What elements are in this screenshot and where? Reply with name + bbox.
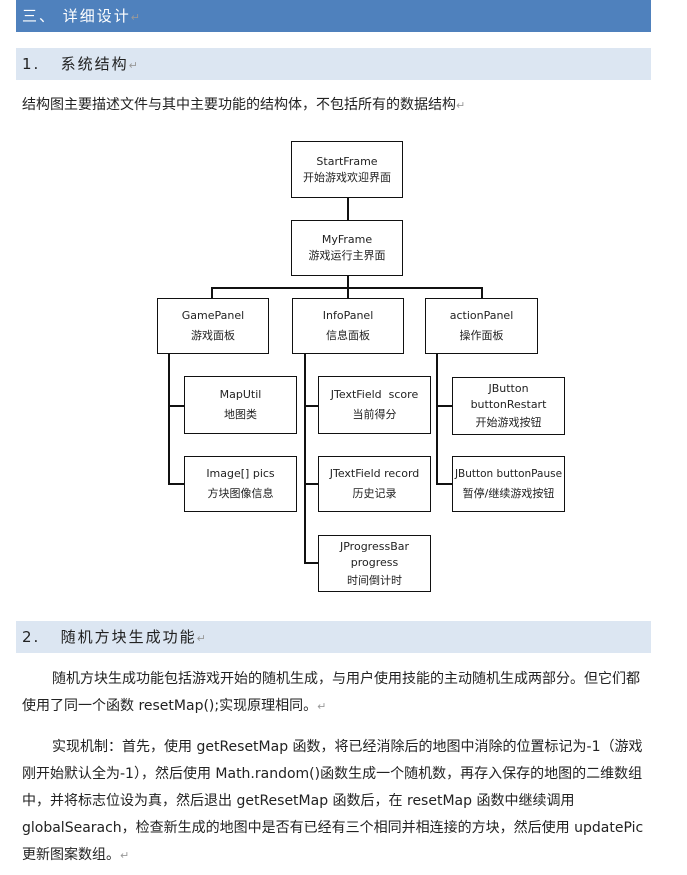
- node-actionpanel: actionPanel 操作面板: [425, 298, 538, 354]
- connector: [481, 287, 483, 299]
- paragraph-mark: ↵: [120, 849, 130, 862]
- node-progress: JProgressBar progress 时间倒计时: [318, 535, 431, 592]
- connector: [304, 483, 319, 485]
- node-desc: 方块图像信息: [207, 487, 274, 500]
- node-name: JTextField record: [329, 467, 420, 480]
- connector: [347, 276, 349, 288]
- connector: [436, 354, 438, 484]
- connector: [168, 354, 170, 484]
- intro-paragraph: 结构图主要描述文件与其中主要功能的结构体，不包括所有的数据结构↵: [22, 92, 646, 119]
- section-heading: 三、 详细设计↵: [16, 0, 651, 32]
- node-desc: 历史记录: [352, 487, 397, 500]
- node-name: actionPanel: [449, 309, 514, 322]
- node-name: StartFrame: [316, 154, 378, 168]
- node-name: InfoPanel: [322, 309, 374, 322]
- node-name: Image[] pics: [206, 467, 275, 480]
- node-score: JTextField score 当前得分: [318, 376, 431, 434]
- connector: [211, 287, 482, 289]
- section-title: 三、 详细设计: [22, 7, 131, 25]
- node-myframe: MyFrame 游戏运行主界面: [291, 220, 403, 276]
- node-desc: 游戏运行主界面: [308, 249, 386, 262]
- node-name: MyFrame: [321, 233, 373, 246]
- node-name-line1: JProgressBar: [340, 539, 409, 553]
- node-name-line2: progress: [350, 555, 399, 569]
- paragraph-2: 实现机制：首先，使用 getResetMap 函数，将已经消除后的地图中消除的位…: [22, 734, 646, 869]
- node-desc: 时间倒计时: [347, 573, 402, 587]
- connector: [211, 287, 213, 299]
- paragraph-1: 随机方块生成功能包括游戏开始的随机生成，与用户使用技能的主动随机生成两部分。但它…: [22, 666, 646, 720]
- node-infopanel: InfoPanel 信息面板: [292, 298, 404, 354]
- connector: [304, 562, 319, 564]
- node-name: JTextField score: [330, 388, 419, 401]
- node-desc: 开始游戏按钮: [475, 416, 542, 429]
- node-desc: 操作面板: [459, 329, 504, 342]
- node-name: JButton buttonPause: [454, 468, 563, 480]
- node-desc: 当前得分: [352, 408, 397, 421]
- node-desc: 地图类: [224, 408, 257, 421]
- paragraph-mark: ↵: [317, 700, 327, 713]
- structure-diagram: StartFrame 开始游戏欢迎界面 MyFrame 游戏运行主界面 Game…: [157, 141, 565, 592]
- node-restart: JButton buttonRestart 开始游戏按钮: [452, 377, 565, 435]
- paragraph-mark: ↵: [130, 11, 142, 24]
- connector: [436, 483, 453, 485]
- node-name: MapUtil: [219, 388, 262, 401]
- node-desc: 信息面板: [326, 329, 370, 342]
- paragraph-2-text: 实现机制：首先，使用 getResetMap 函数，将已经消除后的地图中消除的位…: [22, 739, 644, 863]
- node-name-line2: buttonRestart: [470, 398, 547, 411]
- connector: [304, 354, 306, 564]
- node-name: GamePanel: [181, 309, 245, 322]
- sub1-number: 1.: [22, 55, 41, 73]
- sub1-title: 系统结构: [60, 55, 129, 73]
- connector: [347, 198, 349, 220]
- paragraph-mark: ↵: [456, 99, 466, 112]
- node-desc: 暂停/继续游戏按钮: [462, 487, 555, 500]
- node-desc: 开始游戏欢迎界面: [303, 170, 391, 184]
- node-desc: 游戏面板: [191, 329, 235, 342]
- node-pause: JButton buttonPause 暂停/继续游戏按钮: [452, 456, 565, 512]
- connector: [168, 405, 185, 407]
- subsection-heading-2: 2. 随机方块生成功能↵: [16, 621, 651, 653]
- paragraph-mark: ↵: [128, 59, 140, 72]
- intro-text: 结构图主要描述文件与其中主要功能的结构体，不包括所有的数据结构: [22, 97, 456, 113]
- sub2-title: 随机方块生成功能: [60, 628, 197, 646]
- node-gamepanel: GamePanel 游戏面板: [157, 298, 269, 354]
- connector: [347, 287, 349, 299]
- node-pics: Image[] pics 方块图像信息: [184, 456, 297, 512]
- node-maputil: MapUtil 地图类: [184, 376, 297, 434]
- paragraph-1-text: 随机方块生成功能包括游戏开始的随机生成，与用户使用技能的主动随机生成两部分。但它…: [22, 671, 640, 714]
- subsection-heading-1: 1. 系统结构↵: [16, 48, 651, 80]
- sub2-number: 2.: [22, 628, 41, 646]
- connector: [168, 483, 185, 485]
- connector: [436, 405, 453, 407]
- connector: [304, 405, 319, 407]
- node-record: JTextField record 历史记录: [318, 456, 431, 512]
- node-startframe: StartFrame 开始游戏欢迎界面: [291, 141, 403, 198]
- paragraph-mark: ↵: [196, 632, 208, 645]
- node-name-line1: JButton: [488, 382, 529, 395]
